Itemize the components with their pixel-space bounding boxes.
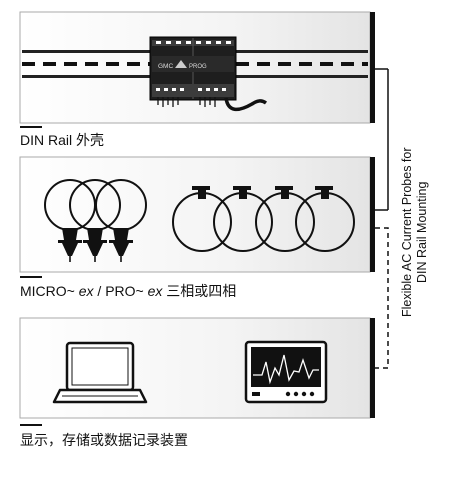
probe-label-pro: / PRO~: [97, 283, 144, 299]
probe-label-micro: MICRO~: [20, 283, 75, 299]
side-title-line-1: Flexible AC Current Probes for: [400, 147, 414, 317]
probe-label-accent: [20, 276, 42, 278]
display-label: 显示，存储或数据记录装置: [20, 432, 188, 448]
monitor-icon: [244, 340, 328, 404]
din-rail-device: GMC PROG: [149, 36, 237, 101]
connector-lines: [375, 68, 389, 369]
probe-label-ex-2: ex: [147, 283, 163, 299]
side-title-text: Flexible AC Current Probes for DIN Rail …: [400, 147, 430, 317]
din-rail-label: DIN Rail 外壳: [20, 132, 105, 148]
probes-panel: [19, 156, 375, 273]
laptop-icon: [52, 341, 148, 404]
side-title-line-2: DIN Rail Mounting: [415, 181, 429, 283]
micro-probe-set: [44, 179, 147, 262]
din-label-accent: [20, 126, 42, 128]
device-brand-text: GMC: [158, 63, 173, 70]
probe-label: MICRO~ ex / PRO~ ex 三相或四相: [20, 283, 236, 299]
probe-label-phase: 三相或四相: [166, 283, 237, 299]
display-label-accent: [20, 424, 42, 426]
probe-label-ex-1: ex: [78, 283, 94, 299]
din-rail-panel: GMC PROG: [19, 11, 375, 124]
device-wires: [157, 97, 216, 107]
pro-probe-set: [172, 186, 355, 252]
output-cable: [224, 97, 268, 112]
display-panel: [19, 317, 375, 419]
device-model-text: PROG: [189, 64, 207, 70]
